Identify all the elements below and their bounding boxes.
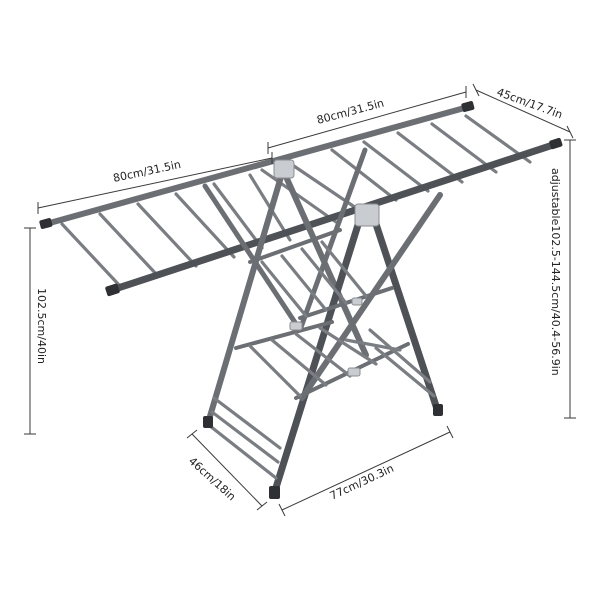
dim-wing-left: 80cm/31.5in: [37, 152, 273, 214]
dim-base-width-label: 77cm/30.3in: [328, 462, 396, 503]
drying-rack: [39, 101, 563, 499]
lower-shelf-lower: [234, 320, 410, 400]
hinge-back: [273, 159, 295, 179]
base-side-ladder: [208, 328, 436, 480]
dim-adjustable-height-label: adjustable102.5-144.5cm/40.4-56.9in: [549, 168, 562, 376]
dim-base-depth: 46cm/18in: [186, 429, 268, 511]
feet: [203, 404, 443, 499]
dim-height-label: 102.5cm/40in: [35, 288, 48, 364]
dim-adjustable-height: adjustable102.5-144.5cm/40.4-56.9in: [549, 139, 576, 419]
rail-end-caps: [39, 101, 563, 297]
dim-base-depth-label: 46cm/18in: [186, 455, 238, 504]
top-rails: [43, 104, 560, 294]
lower-shelf-upper: [248, 228, 394, 320]
center-slats: [260, 160, 364, 224]
dim-base-width: 77cm/30.3in: [278, 425, 454, 517]
dim-wing-right-label: 80cm/31.5in: [315, 96, 385, 126]
dim-height: 102.5cm/40in: [24, 227, 48, 435]
dimension-annotations: 80cm/31.5in 80cm/31.5in 45cm/17.7in adju…: [24, 83, 576, 517]
hinges: [273, 159, 380, 377]
dim-wing-left-label: 80cm/31.5in: [112, 158, 182, 185]
hinge-front: [354, 203, 380, 227]
